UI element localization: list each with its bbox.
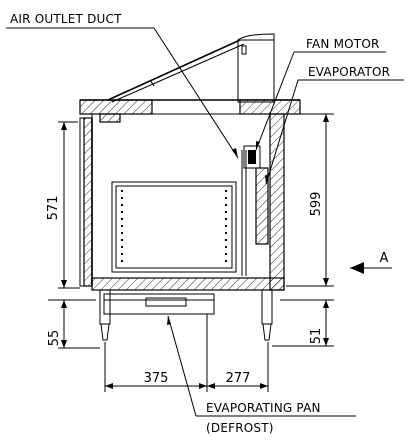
dimension-55 <box>58 300 100 349</box>
dimension-375-label: 375 <box>144 371 169 386</box>
leader-evaporator <box>265 79 404 185</box>
evaporating-pan <box>103 293 215 315</box>
dimension-55-label: 55 <box>47 330 62 347</box>
fan-motor <box>243 145 261 169</box>
leader-evaporating-pan <box>167 315 356 417</box>
basket <box>111 150 247 276</box>
dimension-571 <box>58 121 80 289</box>
dimension-599-label: 599 <box>309 192 324 217</box>
legs <box>99 289 273 341</box>
dimension-horizontal <box>104 314 269 392</box>
dimension-51-label: 51 <box>309 328 324 345</box>
dimension-51 <box>272 300 334 347</box>
label-evaporator: EVAPORATOR <box>308 65 390 79</box>
label-evaporating-pan: EVAPORATING PAN <box>206 401 321 415</box>
label-defrost: (DEFROST) <box>206 421 274 435</box>
view-a-arrow <box>350 262 392 274</box>
label-fan-motor: FAN MOTOR <box>306 37 380 51</box>
door <box>79 117 93 287</box>
evaporator <box>255 167 269 245</box>
dimension-277-label: 277 <box>226 371 251 386</box>
dimension-571-label: 571 <box>46 196 61 221</box>
cabinet-body <box>91 113 285 291</box>
leader-air-outlet-duct <box>6 27 239 159</box>
basket-perforations <box>121 190 227 264</box>
view-a-label: A <box>380 251 389 266</box>
label-air-outlet-duct: AIR OUTLET DUCT <box>10 12 122 26</box>
sneeze-guard <box>107 33 275 103</box>
leader-fan-motor <box>255 51 386 151</box>
dimension-599 <box>286 113 334 287</box>
